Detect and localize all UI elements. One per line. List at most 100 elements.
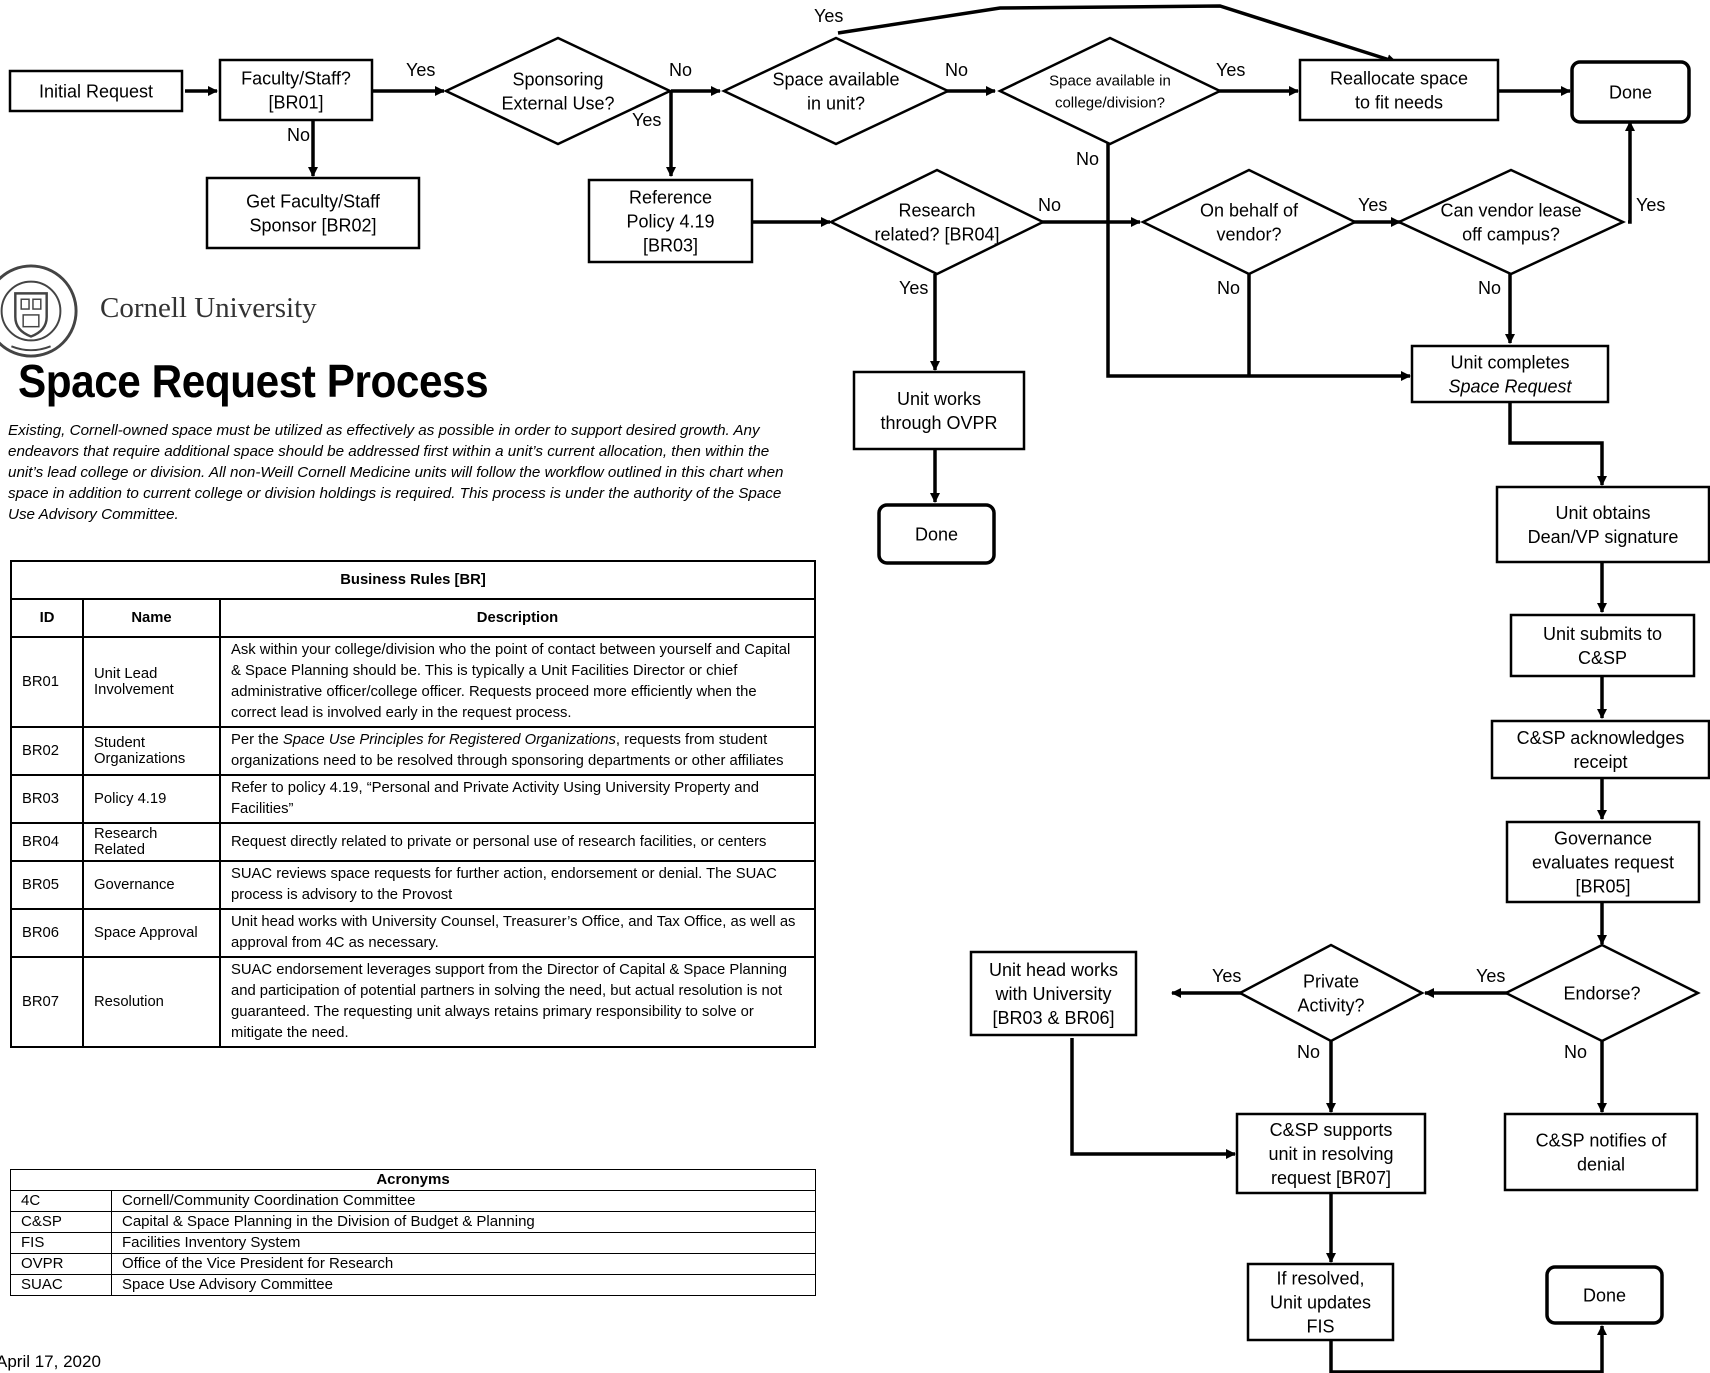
dean-signature-box-text: Unit obtains <box>1555 503 1650 523</box>
unit-completes-box-text: Unit completes <box>1450 352 1569 372</box>
university-name: Cornell University <box>100 292 317 324</box>
behalf-vendor-diamond-text: On behalf of <box>1200 200 1299 220</box>
acknowledges-box-text: C&SP acknowledges <box>1517 728 1685 748</box>
unit-head-box-text: [BR03 & BR06] <box>992 1008 1114 1028</box>
unit-completes-box <box>1410 344 1610 404</box>
resolved-box <box>1246 1262 1395 1342</box>
done-bottom-box <box>1545 1265 1664 1325</box>
rule-id: BR06 <box>10 908 84 958</box>
column-header: ID <box>10 598 84 638</box>
vendor-lease-diamond-text: Can vendor lease <box>1440 200 1581 220</box>
submits-box-text: C&SP <box>1578 648 1627 668</box>
done-ovpr-box-text: Done <box>915 524 958 544</box>
ovpr-box-text: Unit works <box>897 389 981 409</box>
submits-box-text: Unit submits to <box>1543 624 1662 644</box>
acronym-value: Capital & Space Planning in the Division… <box>111 1211 816 1233</box>
connector-line <box>837 4 1397 65</box>
branch-label-yes: Yes <box>1358 195 1387 215</box>
private-activity-diamond-text: Activity? <box>1297 995 1364 1015</box>
branch-label-no: No <box>1217 278 1240 298</box>
sponsoring-diamond-text: External Use? <box>501 93 614 113</box>
rule-description: SUAC endorsement leverages support from … <box>219 956 816 1048</box>
rule-name: Student Organizations <box>82 726 221 776</box>
research-related-diamond-text: related? [BR04] <box>874 224 999 244</box>
space-college-diamond <box>997 36 1223 146</box>
branch-label-yes: Yes <box>1636 195 1665 215</box>
supports-box <box>1235 1112 1427 1195</box>
research-related-diamond <box>828 168 1046 276</box>
acknowledges-box-text: receipt <box>1573 752 1627 772</box>
resolved-box-text: Unit updates <box>1270 1292 1371 1312</box>
rule-name: Policy 4.19 <box>82 774 221 824</box>
acronyms-title: Acronyms <box>10 1169 816 1191</box>
branch-label-no: No <box>1038 195 1061 215</box>
acronym-value: Office of the Vice President for Researc… <box>111 1253 816 1275</box>
notifies-box <box>1503 1112 1699 1192</box>
initial-request-box <box>8 69 184 113</box>
branch-label-yes: Yes <box>1476 966 1505 986</box>
connector-line <box>1508 402 1607 486</box>
resolved-box-text: FIS <box>1306 1316 1334 1336</box>
space-unit-diamond-text: in unit? <box>807 93 865 113</box>
governance-box-text: evaluates request <box>1532 852 1674 872</box>
rule-id: BR04 <box>10 822 84 862</box>
branch-label-no: No <box>1478 278 1501 298</box>
unit-head-box <box>969 950 1138 1037</box>
reallocate-box-text: Reallocate space <box>1330 68 1468 88</box>
notifies-box-text: C&SP notifies of <box>1536 1130 1668 1150</box>
branch-label-no: No <box>945 60 968 80</box>
done-bottom-box-text: Done <box>1583 1285 1626 1305</box>
rule-id: BR07 <box>10 956 84 1048</box>
faculty-staff-box-text: [BR01] <box>268 92 323 112</box>
faculty-staff-box <box>218 58 374 122</box>
sponsoring-diamond-text: Sponsoring <box>512 69 603 89</box>
rule-description: Refer to policy 4.19, “Personal and Priv… <box>219 774 816 824</box>
acronym-key: C&SP <box>10 1211 112 1233</box>
private-activity-diamond <box>1237 943 1425 1043</box>
acronym-value: Facilities Inventory System <box>111 1232 816 1254</box>
reference-policy-box-text: Reference <box>629 187 712 207</box>
rule-name: Governance <box>82 860 221 910</box>
column-header: Description <box>219 598 816 638</box>
flow-shapes <box>8 36 1710 1342</box>
date-label: April 17, 2020 <box>0 1352 101 1371</box>
governance-box <box>1505 820 1701 904</box>
rule-description: Unit head works with University Counsel,… <box>219 908 816 958</box>
get-sponsor-box-text: Get Faculty/Staff <box>246 191 381 211</box>
space-college-diamond-text: college/division? <box>1055 94 1165 111</box>
rule-id: BR03 <box>10 774 84 824</box>
vendor-lease-diamond-text: off campus? <box>1462 224 1560 244</box>
research-related-diamond-text: Research <box>898 200 975 220</box>
done-ovpr-box <box>877 503 996 565</box>
rule-description-part: Per the <box>231 732 283 748</box>
branch-label-yes: Yes <box>1212 966 1241 986</box>
rule-description: Request directly related to private or p… <box>219 822 816 862</box>
connector-line <box>1106 143 1411 381</box>
rule-description: Ask within your college/division who the… <box>219 636 816 728</box>
supports-box-text: unit in resolving <box>1268 1144 1393 1164</box>
connector-line <box>1070 1038 1236 1159</box>
done-top-box-text: Done <box>1609 82 1652 102</box>
reallocate-box-text: to fit needs <box>1355 92 1443 112</box>
behalf-vendor-diamond <box>1140 168 1358 276</box>
governance-box-text: [BR05] <box>1575 876 1630 896</box>
reallocate-box <box>1298 58 1500 122</box>
business-rules-title: Business Rules [BR] <box>10 560 816 600</box>
private-activity-diamond-text: Private <box>1303 971 1359 991</box>
ovpr-box <box>852 370 1026 451</box>
rule-description: Per the Space Use Principles for Registe… <box>219 726 816 776</box>
rule-description-part: Space Use Principles for Registered Orga… <box>282 732 616 748</box>
business-rules-table: Business Rules [BR] ID Name Description … <box>10 560 816 1048</box>
page-title: Space Request Process <box>18 355 489 407</box>
acronym-key: FIS <box>10 1232 112 1254</box>
dean-signature-box <box>1495 485 1710 564</box>
